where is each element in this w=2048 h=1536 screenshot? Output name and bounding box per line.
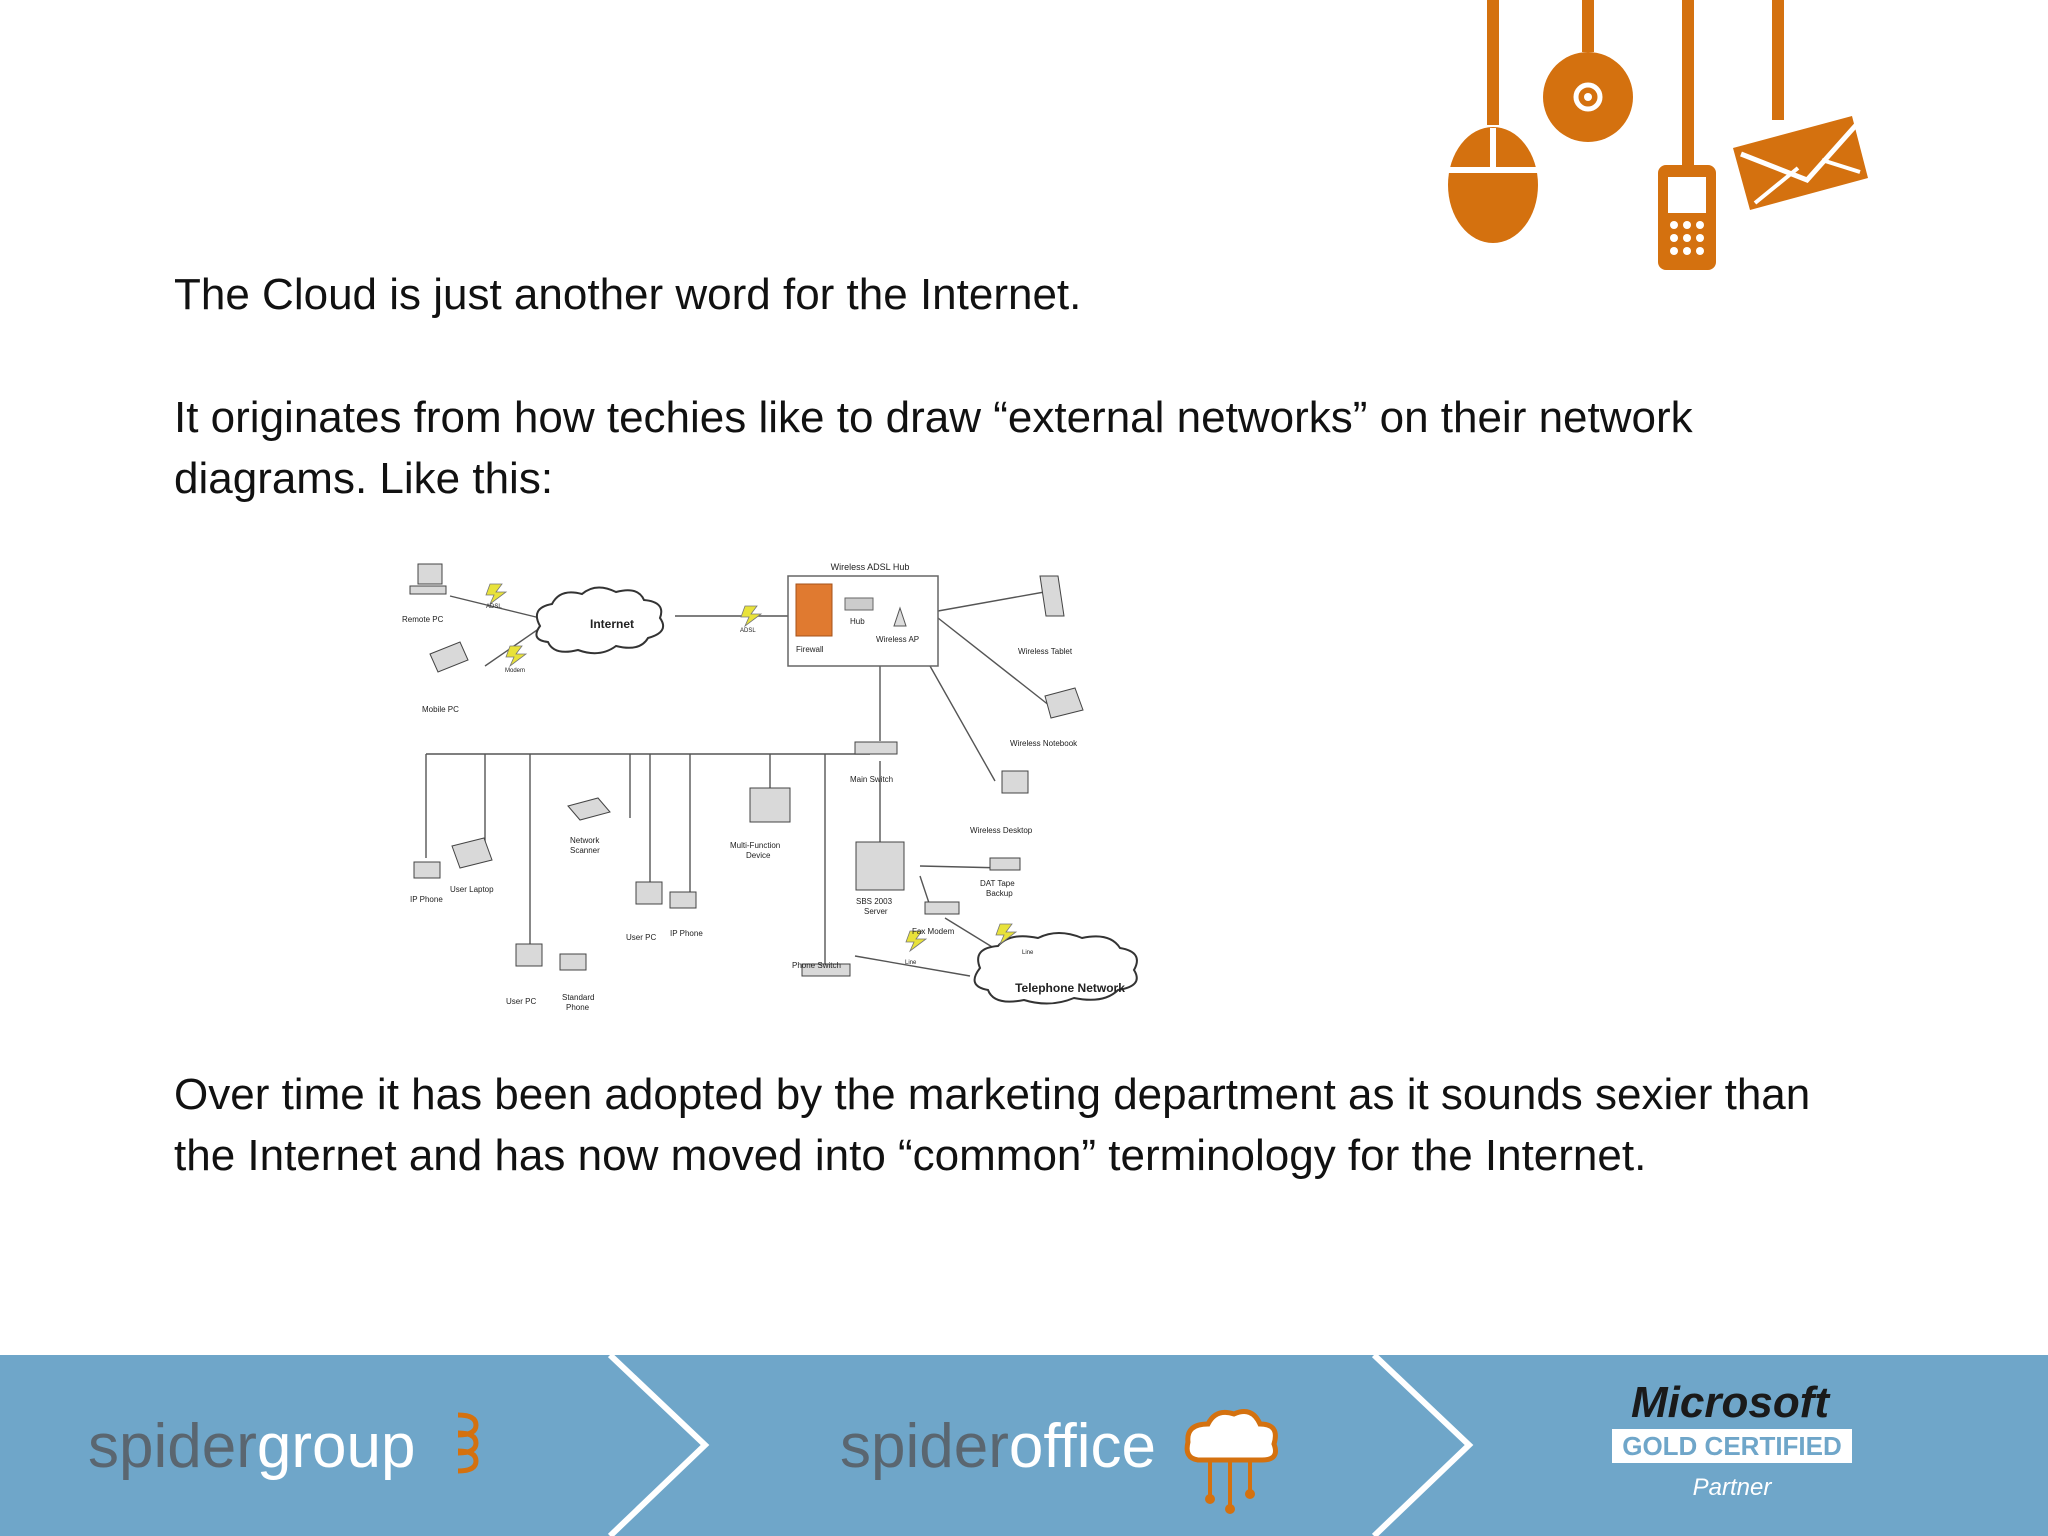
user-pc-label: User PC	[626, 933, 656, 942]
user-laptop-icon	[451, 837, 493, 869]
dat-tape-label: Backup	[986, 889, 1013, 898]
hub-icon	[844, 597, 874, 611]
phone-switch-label: Phone Switch	[792, 961, 841, 970]
lightning-icon	[740, 605, 763, 628]
standard-phone-icon	[559, 953, 587, 971]
gold-certified-badge	[1612, 1429, 1852, 1463]
multi-function-device-icon	[749, 787, 791, 823]
partner-label: Partner	[1693, 1474, 1773, 1501]
dat-tape-label: DAT Tape	[980, 879, 1015, 888]
ip-phone-label: IP Phone	[670, 929, 703, 938]
internet-cloud-icon	[535, 586, 664, 655]
internet-label: Internet	[590, 617, 634, 631]
modem-link-label: Modem	[505, 668, 525, 674]
chevron-separator	[607, 1355, 710, 1536]
multi-function-device-label: Device	[746, 851, 771, 860]
lightning-icon	[485, 583, 508, 606]
firewall-label: Firewall	[796, 645, 824, 654]
user-laptop-label: User Laptop	[450, 885, 494, 894]
lightning-icon	[905, 930, 928, 953]
remote-pc-icon	[417, 563, 443, 585]
server-icon	[855, 841, 905, 891]
ip-phone-icon	[669, 891, 697, 909]
fax-modem-icon	[924, 901, 960, 915]
mobile-pc-label: Mobile PC	[422, 705, 459, 714]
phone-cord	[1682, 0, 1694, 165]
paragraph-cloud-definition: The Cloud is just another word for the I…	[174, 270, 1082, 319]
network-scanner-label: Scanner	[570, 846, 600, 855]
microsoft-logo: Microsoft	[1631, 1378, 1831, 1427]
main-switch-icon	[854, 741, 898, 755]
network-scanner-icon	[567, 797, 611, 821]
phone-switch-icon	[801, 963, 851, 977]
spidergroup-logo: spidergroup	[88, 1412, 415, 1481]
wireless-tablet-label: Wireless Tablet	[1018, 647, 1073, 656]
user-pc-label: User PC	[506, 997, 536, 1006]
wireless-notebook-icon	[1044, 687, 1084, 719]
mouse-cord	[1487, 0, 1499, 125]
envelope-cord	[1772, 0, 1784, 120]
standard-phone-label: Phone	[566, 1003, 590, 1012]
telephone-network-cloud-icon	[973, 932, 1138, 1005]
chevron-separator	[1371, 1355, 1474, 1536]
telephone-network-label: Telephone Network	[1015, 981, 1125, 995]
main-switch-label: Main Switch	[850, 775, 893, 784]
standard-phone-label: Standard	[562, 993, 594, 1002]
spideroffice-logo: spideroffice	[840, 1412, 1156, 1481]
wireless-notebook-label: Wireless Notebook	[1010, 739, 1078, 748]
lightning-icon	[995, 923, 1018, 946]
network-diagram: Wireless ADSL Hub Firewall Hub Wireless …	[402, 562, 1138, 1012]
wireless-tablet-icon	[1039, 575, 1065, 617]
adsl-link-label: ADSL	[486, 604, 502, 610]
paragraph-origin: It originates from how techies like to d…	[174, 393, 1693, 503]
user-pc-icon	[635, 881, 663, 905]
multi-function-device-label: Multi-Function	[730, 841, 780, 850]
cloud-logo-icon	[1184, 1409, 1278, 1514]
wireless-ap-icon	[893, 606, 907, 627]
spidergroup-mark-icon	[457, 1412, 479, 1474]
paragraph-marketing: Over time it has been adopted by the mar…	[174, 1070, 1811, 1180]
network-scanner-label: Network	[570, 836, 600, 845]
line-link-label: Line	[1022, 950, 1034, 956]
hanging-devices-graphic	[1448, 0, 1868, 270]
hub-label: Hub	[850, 617, 865, 626]
line-link-label: Line	[905, 960, 917, 966]
remote-pc-label: Remote PC	[402, 615, 444, 624]
footer-banner: spidergroup spideroffice Microsoft GOLD …	[0, 1355, 2048, 1536]
wireless-ap-label: Wireless AP	[876, 635, 919, 644]
gold-certified-label: GOLD CERTIFIED	[1622, 1431, 1842, 1461]
ip-phone-icon	[413, 861, 441, 879]
server-label: SBS 2003	[856, 897, 893, 906]
ip-phone-label: IP Phone	[410, 895, 443, 904]
cd-cord	[1582, 0, 1594, 52]
mobile-pc-icon	[429, 641, 469, 673]
firewall-icon	[795, 583, 833, 637]
hub-title-label: Wireless ADSL Hub	[831, 562, 910, 572]
dat-tape-icon	[989, 857, 1021, 871]
adsl-link-label: ADSL	[740, 628, 756, 634]
lightning-icon	[505, 645, 528, 668]
keyboard-icon	[409, 585, 447, 595]
mouse-icon	[1448, 127, 1538, 243]
server-label: Server	[864, 907, 888, 916]
envelope-icon	[1733, 116, 1868, 210]
user-pc-icon	[515, 943, 543, 967]
wireless-desktop-label: Wireless Desktop	[970, 826, 1033, 835]
fax-modem-label: Fax Modem	[912, 927, 955, 936]
wireless-desktop-icon	[1001, 770, 1029, 794]
